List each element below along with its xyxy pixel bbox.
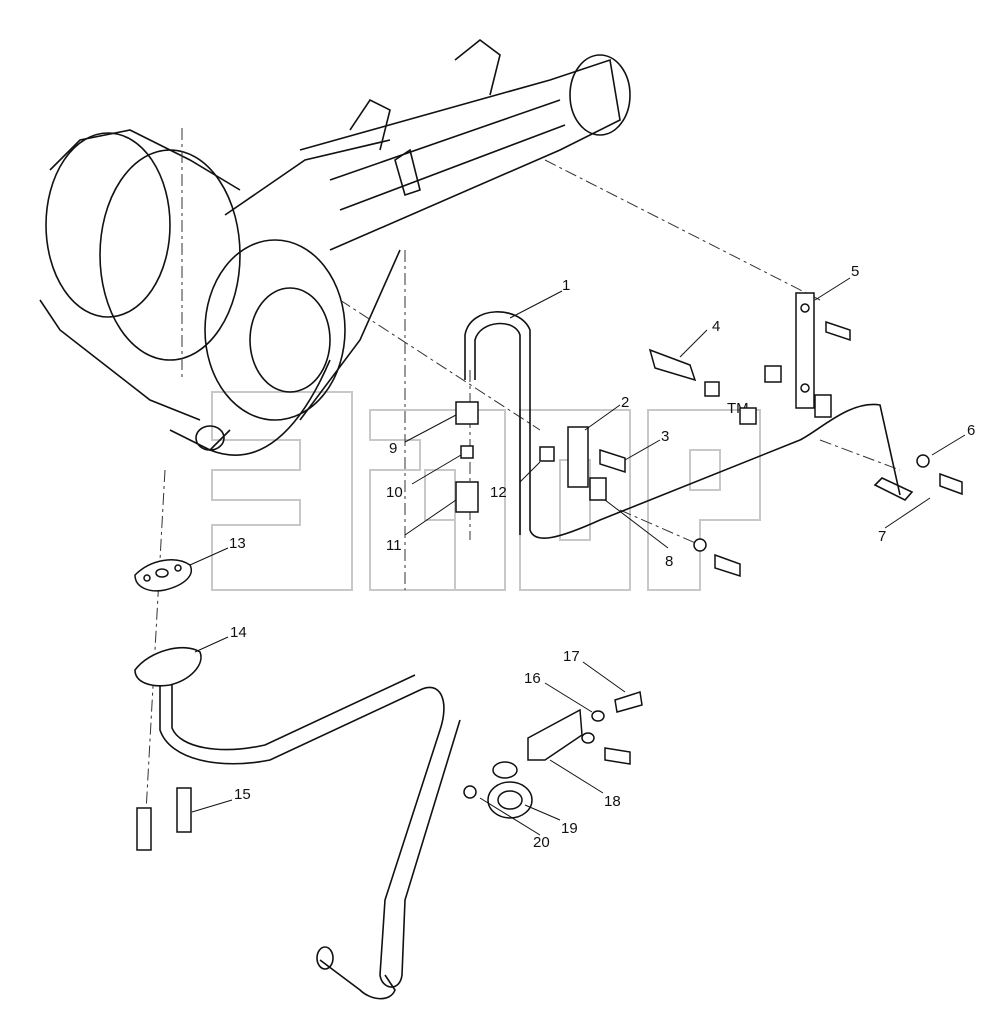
- sleeve-10: [460, 445, 474, 459]
- oil-drain-pipe: [134, 646, 461, 1000]
- callout-13: 13: [229, 535, 246, 552]
- bolt-7: [939, 472, 963, 496]
- bracket-2: [567, 426, 589, 488]
- callout-8: 8: [665, 553, 673, 570]
- bracket-5: [795, 292, 815, 409]
- clip-8: [589, 477, 607, 501]
- washer-4: [704, 381, 720, 397]
- callout-2: 2: [621, 394, 629, 411]
- callout-18: 18: [604, 793, 621, 810]
- gasket-13: [134, 559, 192, 592]
- bolt-5: [825, 320, 851, 342]
- nut-4: [739, 407, 757, 425]
- callout-15: 15: [234, 786, 251, 803]
- bracket-18: [527, 708, 583, 761]
- nut-5: [764, 365, 782, 383]
- turbocharger-assembly: [39, 129, 401, 456]
- union-11: [455, 481, 479, 513]
- adapter-4: [648, 348, 697, 382]
- bolt-8: [714, 553, 741, 578]
- callout-7: 7: [878, 528, 886, 545]
- callout-1: 1: [562, 277, 570, 294]
- callout-14: 14: [230, 624, 247, 641]
- callout-9: 9: [389, 440, 397, 457]
- clamp-parts: [463, 691, 643, 819]
- bolt-3: [599, 448, 626, 474]
- callout-labels: 1 2 3 4 5 6 7 8 9 10 11 12 13 14 15 16 1…: [229, 263, 975, 851]
- callout-16: 16: [524, 670, 541, 687]
- nut-20: [463, 785, 477, 799]
- callout-5: 5: [851, 263, 859, 280]
- leader-lines: [189, 277, 966, 836]
- nut-9: [455, 401, 479, 425]
- fittings-and-fasteners: [455, 292, 963, 578]
- callout-19: 19: [561, 820, 578, 837]
- washer-16: [591, 710, 605, 722]
- oil-feed-pipe: [464, 311, 914, 539]
- callout-12: 12: [490, 484, 507, 501]
- exhaust-manifold: [299, 38, 631, 251]
- washer-16b: [581, 732, 595, 744]
- callout-4: 4: [712, 318, 720, 335]
- callout-3: 3: [661, 428, 669, 445]
- washer-8: [693, 538, 707, 552]
- washer-6: [916, 454, 930, 468]
- nut-12: [539, 446, 555, 462]
- bolt-17: [614, 691, 643, 713]
- callout-11: 11: [386, 537, 402, 554]
- studs-15: [136, 787, 192, 851]
- callout-6: 6: [967, 422, 975, 439]
- bolt-17b: [604, 747, 631, 765]
- callout-20: 20: [533, 834, 550, 851]
- callout-10: 10: [386, 484, 403, 501]
- callout-17: 17: [563, 648, 580, 665]
- clip-6: [814, 394, 832, 418]
